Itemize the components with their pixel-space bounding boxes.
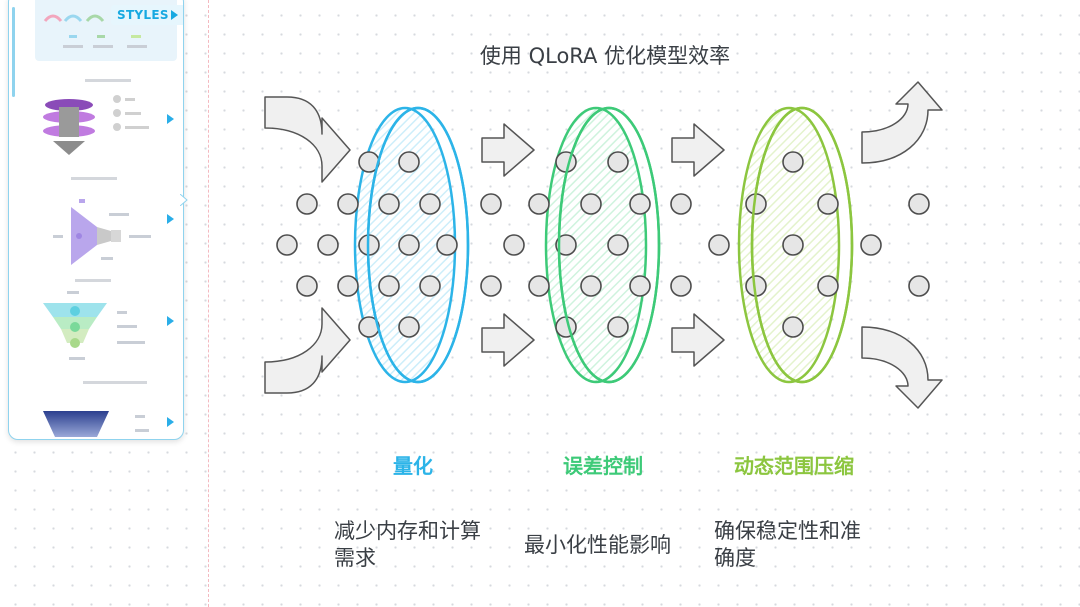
style-thumbnail-stack[interactable] <box>35 93 175 165</box>
styles-label: STYLES <box>117 8 169 22</box>
data-dot <box>555 151 577 173</box>
data-dot <box>419 275 441 297</box>
play-arrow-icon[interactable] <box>167 114 174 124</box>
styles-panel[interactable]: STYLES <box>8 0 184 440</box>
data-dot <box>860 234 882 256</box>
data-dot <box>607 151 629 173</box>
stage-description-dynamic-range: 确保稳定性和准 确度 <box>714 518 861 572</box>
description-line: 确度 <box>714 546 756 570</box>
diagram-title: 使用 QLoRA 优化模型效率 <box>479 44 731 68</box>
data-dot <box>782 151 804 173</box>
play-arrow-icon[interactable] <box>167 316 174 326</box>
data-dot <box>503 234 525 256</box>
data-dot <box>528 275 550 297</box>
data-dot <box>580 275 602 297</box>
arrow-right-4-icon <box>671 313 725 367</box>
description-line: 减少内存和计算 <box>334 519 481 543</box>
data-dot <box>378 275 400 297</box>
error-control-ring-front-edge <box>557 106 661 384</box>
data-dot <box>296 193 318 215</box>
data-dot <box>908 193 930 215</box>
data-dot <box>629 275 651 297</box>
data-dot <box>419 193 441 215</box>
data-dot <box>276 234 298 256</box>
stage-description-quantization: 减少内存和计算 需求 <box>334 518 481 572</box>
page-margin-line <box>208 0 209 607</box>
data-dot <box>555 234 577 256</box>
data-dot <box>398 234 420 256</box>
data-dot <box>607 316 629 338</box>
description-line: 确保稳定性和准 <box>714 519 861 543</box>
data-dot <box>782 234 804 256</box>
thumb-caption-bar <box>75 279 111 282</box>
data-dot <box>670 275 692 297</box>
data-dot <box>580 193 602 215</box>
arrow-right-1-icon <box>481 123 535 177</box>
curved-arrow-out-bottom-icon <box>861 326 943 409</box>
data-dot <box>629 193 651 215</box>
data-dot <box>817 193 839 215</box>
curved-arrow-in-top-icon <box>264 96 351 183</box>
dot-pattern-thumbnail-icon <box>43 14 147 48</box>
play-arrow-icon[interactable] <box>167 214 174 224</box>
panel-pointer-icon <box>180 194 188 206</box>
quantization-ring-front-edge <box>366 106 470 384</box>
data-dot <box>436 234 458 256</box>
arrow-right-2-icon <box>481 313 535 367</box>
data-dot <box>670 193 692 215</box>
data-dot <box>378 193 400 215</box>
arrow-right-3-icon <box>671 123 725 177</box>
description-line: 需求 <box>334 546 376 570</box>
data-dot <box>708 234 730 256</box>
data-dot <box>317 234 339 256</box>
style-thumbnail-funnel[interactable] <box>49 199 169 273</box>
stage-title-error-control: 误差控制 <box>563 454 643 478</box>
styles-badge[interactable]: STYLES <box>111 5 183 25</box>
data-dot <box>782 316 804 338</box>
play-arrow-icon[interactable] <box>167 417 174 427</box>
style-thumbnail-blue-funnel[interactable] <box>43 407 173 439</box>
play-arrow-icon <box>171 10 178 20</box>
data-dot <box>337 275 359 297</box>
dynamic-range-ring-front-edge <box>750 106 854 384</box>
data-dot <box>480 275 502 297</box>
stage-description-error-control: 最小化性能影响 <box>524 532 671 559</box>
style-thumbnail-layered-funnel[interactable] <box>39 291 169 365</box>
data-point-dots <box>276 151 930 338</box>
stage-title-dynamic-range: 动态范围压缩 <box>734 454 854 478</box>
data-dot <box>528 193 550 215</box>
curved-arrow-in-bottom-icon <box>264 307 351 394</box>
thumb-caption-bar <box>71 177 117 180</box>
blue-funnel-thumbnail-icon <box>43 411 149 437</box>
data-dot <box>607 234 629 256</box>
panel-scrollbar[interactable] <box>12 7 15 97</box>
data-dot <box>296 275 318 297</box>
stage-title-quantization: 量化 <box>393 454 433 478</box>
horizontal-funnel-thumbnail-icon <box>53 199 151 265</box>
description-line: 最小化性能影响 <box>524 533 671 557</box>
data-dot <box>817 275 839 297</box>
data-dot <box>908 275 930 297</box>
data-dot <box>398 151 420 173</box>
thumb-caption-bar <box>83 381 147 384</box>
data-dot <box>398 316 420 338</box>
data-dot <box>337 193 359 215</box>
data-dot <box>480 193 502 215</box>
stacked-discs-thumbnail-icon <box>43 95 149 155</box>
thumb-caption-bar <box>85 79 131 82</box>
curved-arrow-out-top-icon <box>861 81 943 164</box>
layered-funnel-thumbnail-icon <box>43 291 145 360</box>
